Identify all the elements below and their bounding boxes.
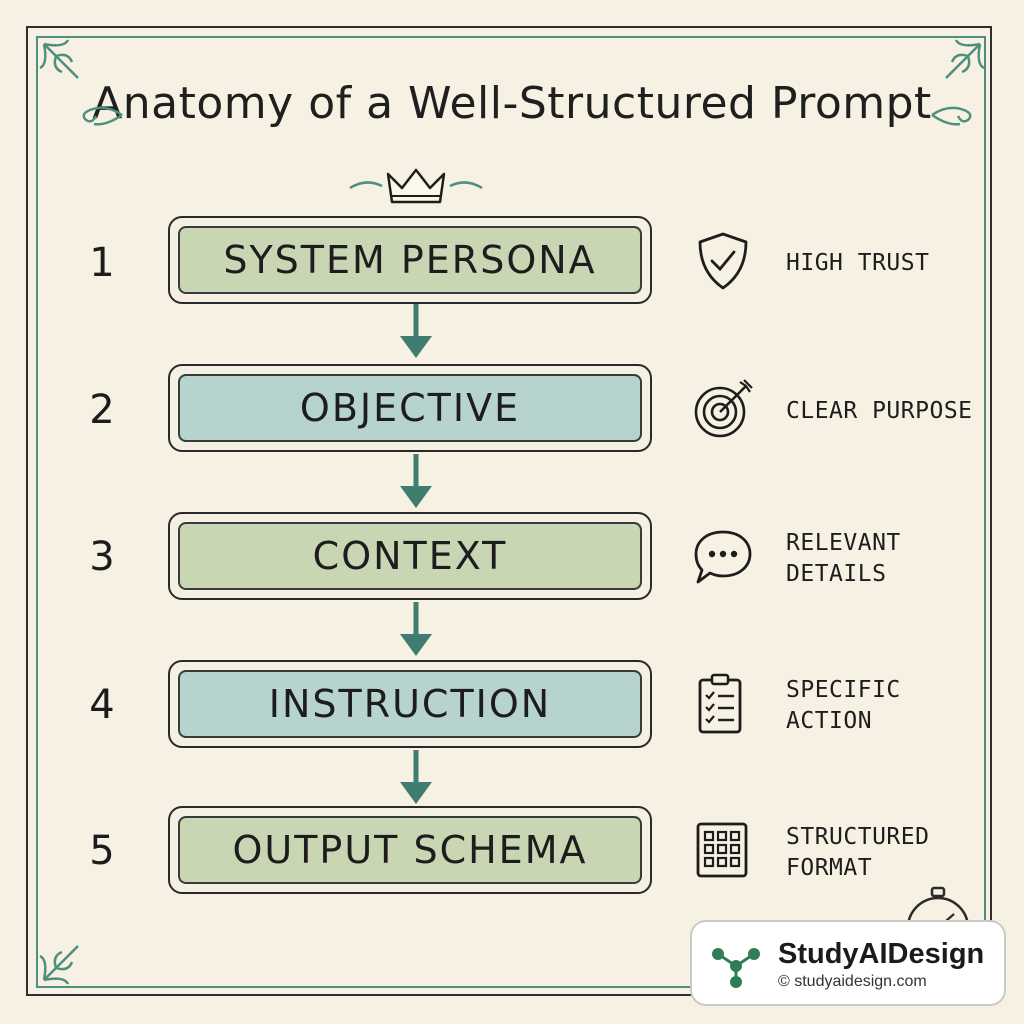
note-line: RELEVANT: [786, 530, 901, 556]
note-line: HIGH TRUST: [786, 250, 930, 276]
step-number: 2: [89, 387, 115, 433]
note-line: SPECIFIC: [786, 677, 901, 703]
outer-frame: [26, 26, 992, 996]
page-title: Anatomy of a Well-Structured Prompt: [92, 78, 932, 129]
step-box-context: CONTEXT: [168, 512, 652, 600]
shield-check-icon: [698, 232, 748, 290]
brand-name: StudyAIDesign: [778, 938, 985, 970]
speech-bubble-icon: [694, 530, 752, 584]
step-number: 3: [89, 534, 115, 580]
corner-ornament-icon: [39, 945, 79, 985]
corner-ornament-icon: [39, 39, 79, 79]
grid-icon: [696, 822, 748, 878]
network-logo-icon: [712, 948, 760, 988]
corner-ornament-icon: [945, 39, 985, 79]
target-icon: [694, 379, 753, 438]
step-note: CLEAR PURPOSE: [786, 396, 986, 427]
step-box-objective: OBJECTIVE: [168, 364, 652, 452]
step-note: RELEVANT DETAILS: [786, 528, 986, 590]
step-note: HIGH TRUST: [786, 248, 986, 279]
note-line: STRUCTURED: [786, 824, 930, 850]
crown-icon: [349, 168, 483, 204]
down-arrow-icon: [400, 750, 432, 804]
flourish-right-icon: [931, 106, 972, 126]
step-label: CONTEXT: [178, 522, 642, 590]
step-box-instruction: INSTRUCTION: [168, 660, 652, 748]
step-box-output-schema: OUTPUT SCHEMA: [168, 806, 652, 894]
note-line: DETAILS: [786, 561, 887, 587]
note-line: ACTION: [786, 708, 873, 734]
brand-badge[interactable]: StudyAIDesign © studyaidesign.com: [690, 920, 1006, 1006]
step-label: OUTPUT SCHEMA: [178, 816, 642, 884]
step-number: 1: [89, 240, 115, 286]
step-note: SPECIFIC ACTION: [786, 675, 986, 737]
down-arrow-icon: [400, 304, 432, 358]
step-label: INSTRUCTION: [178, 670, 642, 738]
step-number: 4: [89, 682, 115, 728]
clipboard-checklist-icon: [698, 673, 742, 734]
flourish-left-icon: [82, 106, 123, 126]
step-label: SYSTEM PERSONA: [178, 226, 642, 294]
step-box-system-persona: SYSTEM PERSONA: [168, 216, 652, 304]
step-number: 5: [89, 828, 115, 874]
down-arrow-icon: [400, 454, 432, 508]
step-label: OBJECTIVE: [178, 374, 642, 442]
note-line: FORMAT: [786, 855, 873, 881]
brand-url: © studyaidesign.com: [778, 973, 927, 990]
down-arrow-icon: [400, 602, 432, 656]
inner-frame: [36, 36, 986, 988]
step-note: STRUCTURED FORMAT: [786, 822, 986, 884]
note-line: CLEAR PURPOSE: [786, 398, 973, 424]
